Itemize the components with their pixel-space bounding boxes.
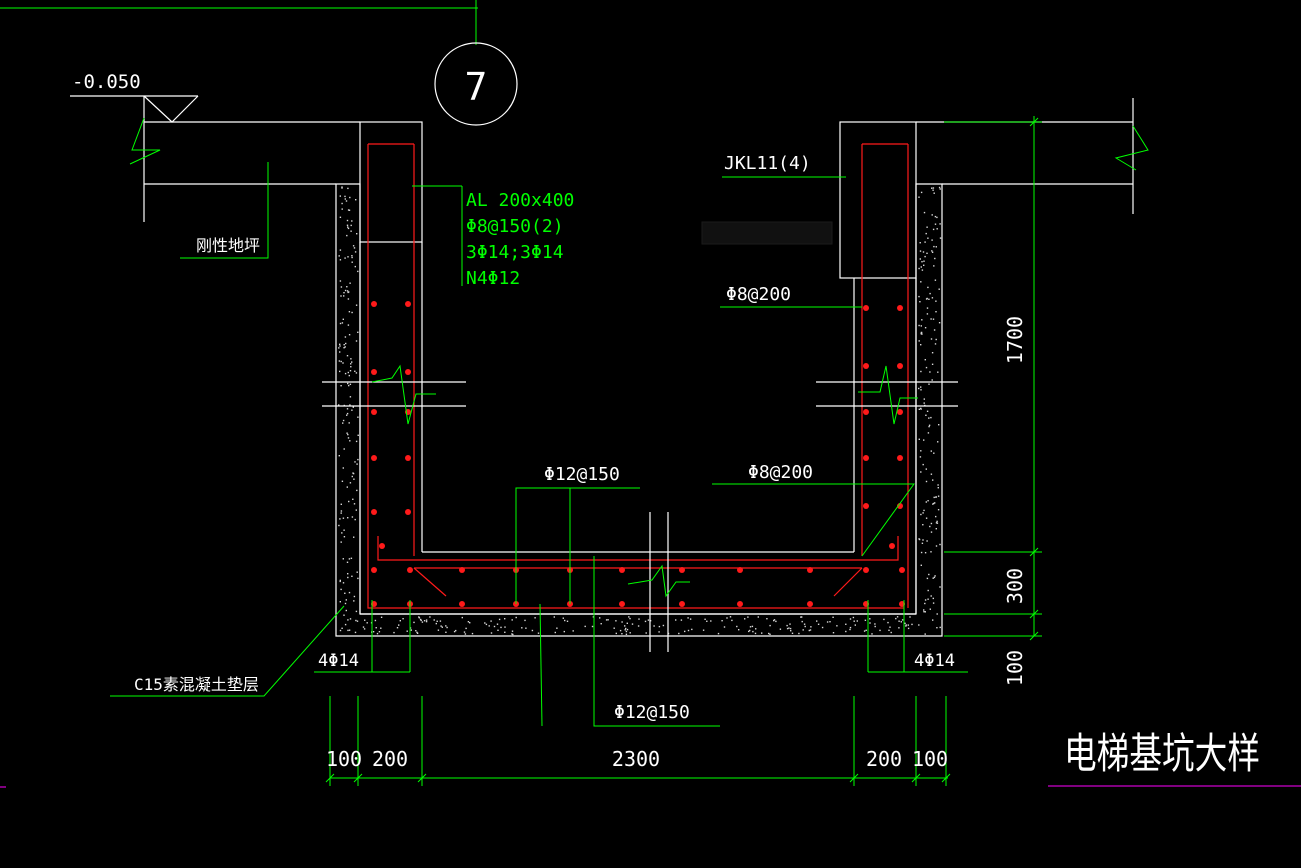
drawing-title-block: 电梯基坑大样 [1048, 729, 1301, 787]
rebar-dot [897, 363, 903, 369]
rebar-dot [459, 601, 465, 607]
rebar-dot [371, 369, 377, 375]
corner-right-leader: 4Φ14 [867, 600, 968, 673]
dim-right-3: 100 [1003, 650, 1027, 686]
faint-tooltip [701, 221, 833, 245]
right-beam-name: JKL11(4) [724, 153, 811, 174]
dim-right-1: 1700 [1003, 316, 1027, 364]
rebar-dot [899, 567, 905, 573]
dim-bottom-4: 200 [866, 747, 902, 771]
right-beam-hatched [839, 121, 917, 279]
rebar-dot [371, 509, 377, 515]
rebar-dot [407, 567, 413, 573]
cushion-leader: C15素混凝土垫层 [110, 605, 345, 697]
bottom-bottom-bars-leader: Φ12@150 [539, 556, 720, 727]
rebar-cage [367, 143, 909, 609]
right-wall-break [816, 365, 958, 425]
bottom-top-bars-leader: Φ12@150 [515, 464, 640, 604]
corner-left-label: 4Φ14 [318, 651, 359, 671]
rebar-dot [405, 301, 411, 307]
wall-dist-label: Φ8@200 [726, 284, 791, 305]
dim-bottom-3: 2300 [612, 747, 660, 771]
axis-bubble: 7 [434, 42, 518, 126]
left-beam-main-bars: 3Φ14;3Φ14 [466, 242, 564, 263]
rebar-dot [405, 455, 411, 461]
left-slab [129, 96, 360, 222]
rebar-dot [737, 567, 743, 573]
left-beam-waist-bars: N4Φ12 [466, 268, 520, 289]
rebar-dot [897, 455, 903, 461]
drawing-title: 电梯基坑大样 [1064, 729, 1260, 778]
cushion-label: C15素混凝土垫层 [134, 675, 259, 694]
right-beam-leader: JKL11(4) [722, 153, 846, 178]
rebar-dot [863, 409, 869, 415]
left-beam-name: AL 200x400 [466, 190, 574, 211]
rebar-dot [863, 305, 869, 311]
rebar-dot [737, 601, 743, 607]
bottom-top-bars-label: Φ12@150 [544, 464, 620, 485]
corner-left-leader: 4Φ14 [314, 600, 411, 673]
corner-right-label: 4Φ14 [914, 651, 955, 671]
rebar-dot [863, 503, 869, 509]
rebar-dot [863, 567, 869, 573]
rebar-dot [459, 567, 465, 573]
wall-vertical-label: Φ8@200 [748, 462, 813, 483]
rebar-dot [897, 409, 903, 415]
rebar-dot [863, 455, 869, 461]
rebar-dots [371, 301, 905, 607]
rebar-dot [897, 305, 903, 311]
rebar-dot [679, 567, 685, 573]
rebar-dot [619, 601, 625, 607]
rebar-dot [807, 601, 813, 607]
rebar-dot [371, 455, 377, 461]
slab-label: 刚性地坪 [196, 236, 260, 255]
dim-bottom-5: 100 [912, 747, 948, 771]
axis-label: 7 [465, 65, 488, 109]
left-beam-hatched [359, 121, 423, 243]
dim-right-2: 300 [1003, 568, 1027, 604]
right-slab [916, 98, 1149, 214]
left-beam-leader: AL 200x400 Φ8@150(2) 3Φ14;3Φ14 N4Φ12 [412, 185, 574, 289]
left-wall-break [322, 364, 466, 425]
rebar-dot [405, 509, 411, 515]
dim-bottom-1: 100 [326, 747, 362, 771]
elevation-text: -0.050 [72, 71, 141, 93]
rebar-dot [371, 567, 377, 573]
rebar-dot [371, 409, 377, 415]
elevation-marker: -0.050 [70, 71, 199, 123]
rebar-dot [807, 567, 813, 573]
bottom-bottom-bars-label: Φ12@150 [614, 702, 690, 723]
bottom-dimensions: 100 200 2300 200 100 [325, 696, 951, 786]
rebar-dot [379, 543, 385, 549]
bottom-break [627, 512, 690, 652]
pit-structure [359, 242, 917, 615]
wall-vertical-leader: Φ8@200 [712, 462, 915, 557]
rebar-dot [405, 369, 411, 375]
right-dimensions: 1700 300 100 [944, 116, 1042, 686]
rebar-dot [619, 567, 625, 573]
rebar-dot [889, 543, 895, 549]
wall-dist-leader: Φ8@200 [720, 284, 862, 308]
slab-leader: 刚性地坪 [180, 162, 269, 259]
left-beam-stirrup: Φ8@150(2) [466, 216, 564, 237]
rebar-dot [863, 363, 869, 369]
rebar-dot [897, 503, 903, 509]
dim-bottom-2: 200 [372, 747, 408, 771]
rebar-dot [679, 601, 685, 607]
rebar-dot [371, 301, 377, 307]
